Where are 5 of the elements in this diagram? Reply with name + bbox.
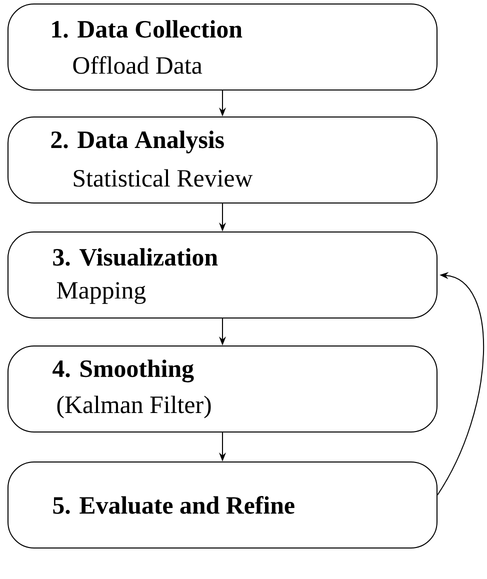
process-box: 3. Visualization Mapping [8, 232, 438, 318]
process-box: 5. Evaluate and Refine [8, 462, 438, 548]
process-box: 4. Smoothing (Kalman Filter) [8, 346, 438, 432]
process-box: 2. Data Analysis Statistical Review [8, 116, 438, 204]
process-box: 1. Data Collection Offload Data [8, 4, 438, 90]
